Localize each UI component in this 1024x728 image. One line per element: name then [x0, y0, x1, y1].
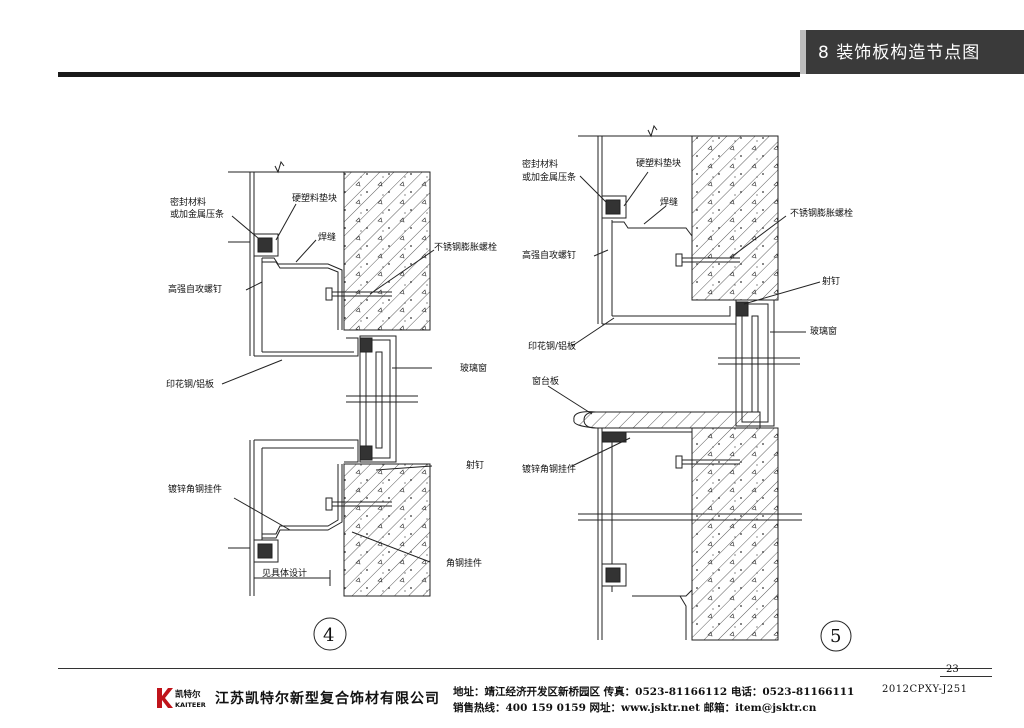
d4-label-weld: 焊缝	[318, 231, 336, 243]
d5-label-sill: 窗台板	[532, 375, 559, 387]
d5-detail-number: 5	[830, 626, 841, 647]
page-number: 23	[946, 664, 959, 675]
d4-label-galv-hanger: 镀锌角钢挂件	[168, 483, 222, 495]
d5-label-panel: 印花钢/铝板	[528, 340, 576, 352]
d4-detail-circle	[313, 617, 347, 651]
d5-label-anchor-bolt: 不锈钢膨胀螺栓	[790, 207, 853, 219]
d5-label-screw: 高强自攻螺钉	[522, 249, 576, 261]
logo-en-text: KAITEER	[175, 701, 206, 709]
company-name: 江苏凯特尔新型复合饰材有限公司	[215, 691, 440, 707]
footer-rule	[58, 668, 992, 669]
contact-line: 销售热线：400 159 0159 网址：www.jsktr.net 邮箱：it…	[453, 702, 817, 714]
d4-label-nail: 射钉	[466, 459, 484, 471]
d5-window-sill	[573, 411, 761, 429]
section-title: 8 装饰板构造节点图	[818, 43, 981, 63]
d4-label-anchor-bolt: 不锈钢膨胀螺栓	[434, 241, 497, 253]
d4-window-frame	[359, 335, 397, 463]
section-header-tab: 8 装饰板构造节点图	[800, 30, 1024, 74]
d5-label-weld: 焊缝	[660, 196, 678, 208]
d5-label-metal-strip: 或加金属压条	[522, 171, 576, 183]
d4-label-angle-hanger: 角钢挂件	[446, 557, 482, 569]
document-code: 2012CPXY-J251	[882, 684, 968, 695]
d4-label-metal-strip: 或加金属压条	[170, 208, 224, 220]
d5-label-plastic-pad: 硬塑料垫块	[636, 157, 681, 169]
d4-label-screw: 高强自攻螺钉	[168, 283, 222, 295]
detail-4-drawing	[221, 160, 435, 651]
d4-label-sealing: 密封材料	[170, 196, 206, 208]
header-rule	[58, 72, 800, 77]
d4-detail-number: 4	[323, 625, 334, 646]
address-line: 地址：靖江经济开发区新桥园区 传真：0523-81166112 电话：0523-…	[453, 686, 855, 698]
d5-label-sealing: 密封材料	[522, 158, 558, 170]
d4-label-plastic-pad: 硬塑料垫块	[292, 192, 337, 204]
d5-label-nail: 射钉	[822, 275, 840, 287]
company-logo: 凯特尔 KAITEER	[157, 688, 206, 709]
d5-label-galv-hanger: 镀锌角钢挂件	[522, 463, 576, 475]
d5-detail-circle	[820, 620, 852, 652]
section-tab-accent	[800, 30, 806, 74]
logo-cn-text: 凯特尔	[175, 689, 201, 700]
d4-label-design: 见具体设计	[262, 567, 307, 579]
d5-label-glass: 玻璃窗	[810, 325, 837, 337]
d4-label-glass: 玻璃窗	[460, 362, 487, 374]
d4-label-panel: 印花钢/铝板	[166, 378, 214, 390]
footer-rule-short	[940, 676, 992, 677]
detail-5-drawing	[547, 124, 852, 652]
